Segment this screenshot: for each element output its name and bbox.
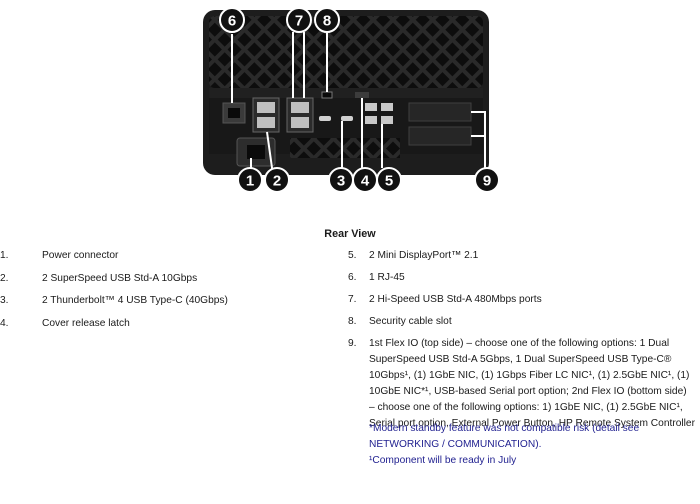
list-item: 1. Power connector — [0, 248, 310, 264]
left-port-list: 1. Power connector 2. 2 SuperSpeed USB Std… — [0, 248, 310, 338]
callout-4: 4 — [352, 167, 378, 193]
list-item: 6. 1 RJ-45 — [323, 270, 695, 286]
svg-text:7: 7 — [295, 13, 303, 30]
list-item: 4. Cover release latch — [0, 316, 310, 332]
standby-note: *Modern standby feature was not compatib… — [369, 423, 640, 450]
callout-3: 3 — [328, 167, 354, 193]
callout-6: 6 — [219, 7, 245, 33]
mini-dp-ports — [365, 103, 377, 111]
item-text: Power connector — [42, 250, 119, 261]
rear-view-photo: 6 7 8 1 2 3 4 5 9 — [203, 7, 500, 193]
callout-9: 9 — [474, 167, 500, 193]
callout-2: 2 — [264, 167, 290, 193]
callout-7: 7 — [286, 7, 312, 33]
right-port-list: 5. 2 Mini DisplayPort™ 2.1 6. 1 RJ-45 7. 2 … — [323, 248, 695, 438]
list-item: 7. 2 Hi-Speed USB Std-A 480Mbps ports — [323, 292, 695, 308]
item-number: 9. — [348, 338, 357, 349]
callout-1: 1 — [237, 167, 263, 193]
list-item: 5. 2 Mini DisplayPort™ 2.1 — [323, 248, 695, 264]
thunderbolt-ports — [319, 116, 331, 121]
item-text: Cover release latch — [42, 317, 130, 329]
section-title: Rear View — [324, 228, 376, 240]
item-text: Security cable slot — [369, 316, 452, 327]
svg-text:9: 9 — [483, 173, 491, 190]
item-number: 7. — [348, 294, 357, 305]
item-text: 2 Thunderbolt™ 4 USB Type-C (40Gbps) — [42, 295, 228, 306]
svg-text:8: 8 — [323, 13, 331, 30]
flex-io-top — [408, 102, 472, 122]
item-number: 2. — [0, 272, 9, 284]
availability-note: ¹Component will be ready in July — [369, 455, 517, 466]
item-number: 3. — [0, 295, 9, 306]
item-text: 2 Mini DisplayPort™ 2.1 — [369, 250, 479, 261]
svg-text:5: 5 — [385, 173, 393, 190]
svg-text:1: 1 — [246, 173, 254, 190]
flex-io-bottom — [408, 126, 472, 146]
svg-text:6: 6 — [228, 13, 236, 30]
callout-8: 8 — [314, 7, 340, 33]
footnotes: *Modern standby feature was not compatib… — [369, 421, 695, 469]
cover-latch — [355, 92, 369, 98]
list-item: 3. 2 Thunderbolt™ 4 USB Type-C (40Gbps) — [0, 293, 310, 309]
item-number: 1. — [0, 250, 9, 261]
item-number: 6. — [348, 272, 357, 283]
item-number: 5. — [348, 250, 357, 261]
list-item: 2. 2 SuperSpeed USB Std-A 10Gbps — [0, 271, 310, 287]
item-text: 2 Hi-Speed USB Std-A 480Mbps ports — [369, 294, 542, 305]
item-text: 1st Flex IO (top side) – choose one of t… — [369, 338, 695, 429]
item-number: 4. — [0, 317, 9, 329]
list-item: 8. Security cable slot — [323, 314, 695, 330]
svg-text:3: 3 — [337, 173, 345, 190]
list-item: 9. 1st Flex IO (top side) – choose one of… — [323, 336, 695, 432]
svg-text:2: 2 — [273, 173, 281, 190]
security-slot — [321, 91, 333, 99]
callout-5: 5 — [376, 167, 402, 193]
item-text: 2 SuperSpeed USB Std-A 10Gbps — [42, 272, 198, 284]
item-text: 1 RJ-45 — [369, 272, 405, 283]
item-number: 8. — [348, 316, 357, 327]
svg-text:4: 4 — [361, 173, 370, 190]
